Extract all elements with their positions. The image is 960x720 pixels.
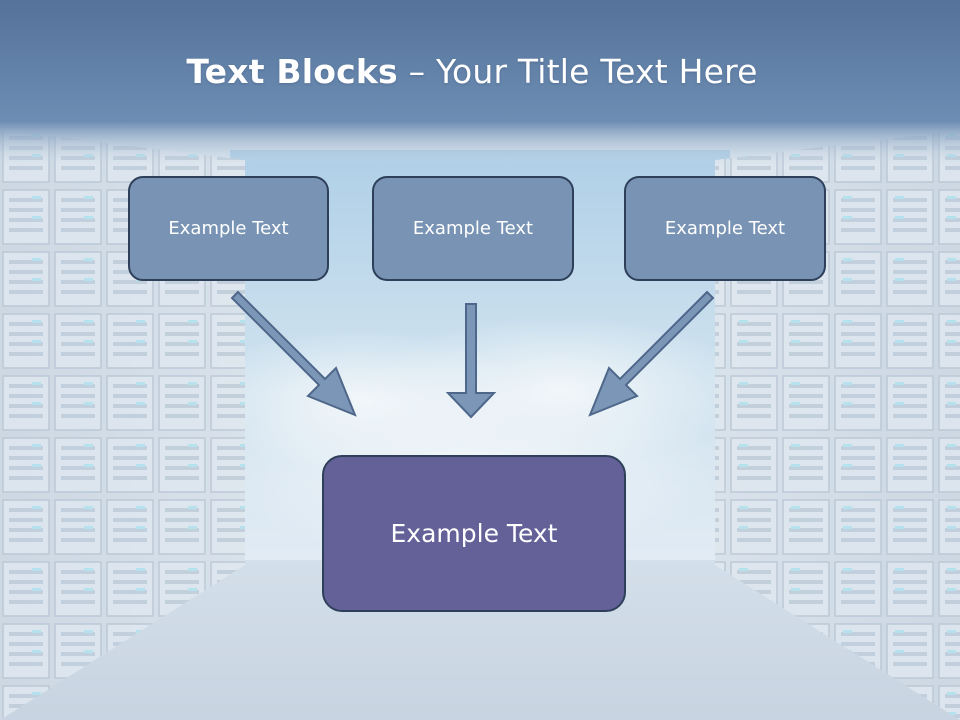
text-box-bottom-label: Example Text — [390, 519, 558, 548]
title-separator: – — [397, 52, 436, 91]
text-box-top-center: Example Text — [372, 176, 574, 281]
slide-title: Text Blocks – Your Title Text Here — [0, 52, 944, 91]
arrow-center — [445, 303, 497, 419]
arrow-right — [588, 290, 715, 417]
title-rest: Your Title Text Here — [435, 52, 758, 91]
text-box-top-right: Example Text — [624, 176, 826, 281]
text-box-top-right-label: Example Text — [664, 218, 786, 239]
title-bold: Text Blocks — [186, 52, 398, 91]
text-box-top-left: Example Text — [128, 176, 329, 281]
text-box-top-left-label: Example Text — [168, 218, 289, 239]
text-box-top-center-label: Example Text — [412, 218, 534, 239]
arrow-left — [230, 290, 357, 417]
text-box-bottom: Example Text — [322, 455, 626, 612]
